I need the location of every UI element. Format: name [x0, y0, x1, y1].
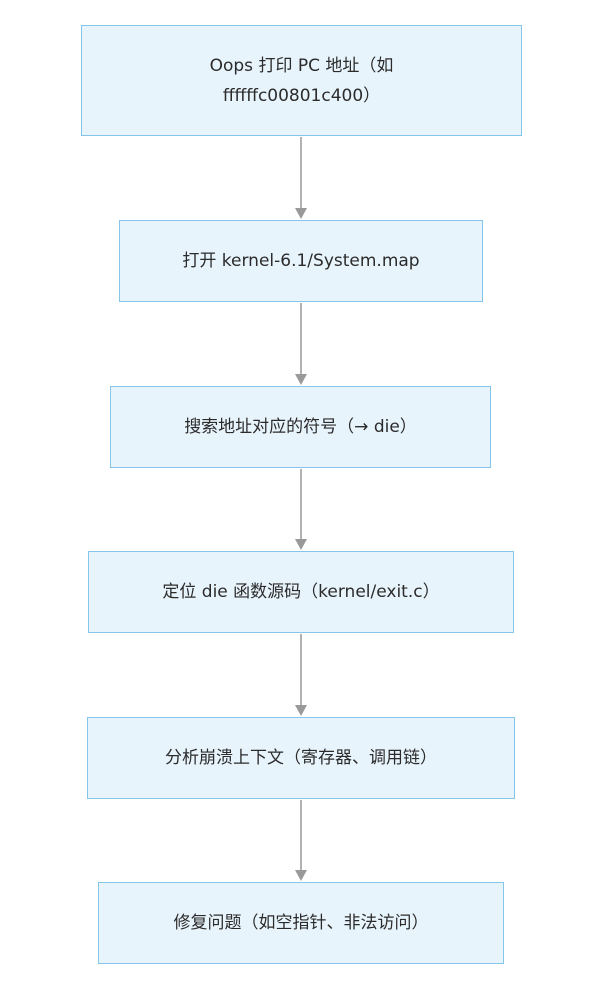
step-analyze-context: 分析崩溃上下文（寄存器、调用链）: [87, 717, 515, 799]
edge-n1-n2: [295, 137, 307, 219]
step-open-system-map: 打开 kernel-6.1/System.map: [119, 220, 483, 302]
step-oops-pc-address-line-1: Oops 打印 PC 地址（如: [209, 55, 394, 76]
step-fix-issue-label: 修复问题（如空指针、非法访问）: [173, 913, 429, 933]
step-search-symbol: 搜索地址对应的符号（→ die）: [110, 386, 491, 468]
step-locate-source-label: 定位 die 函数源码（kernel/exit.c）: [162, 582, 440, 602]
step-analyze-context-label: 分析崩溃上下文（寄存器、调用链）: [165, 748, 437, 768]
step-oops-pc-address-line-2: ffffffc00801c400）: [222, 85, 381, 106]
edge-n2-n3: [295, 303, 307, 385]
step-open-system-map-label: 打开 kernel-6.1/System.map: [182, 251, 420, 271]
edge-n5-n6: [295, 800, 307, 881]
step-fix-issue: 修复问题（如空指针、非法访问）: [98, 882, 504, 964]
step-oops-pc-address: Oops 打印 PC 地址（如 ffffffc00801c400）: [81, 25, 522, 136]
edge-n4-n5: [295, 634, 307, 716]
step-search-symbol-label: 搜索地址对应的符号（→ die）: [184, 417, 417, 437]
step-locate-source: 定位 die 函数源码（kernel/exit.c）: [88, 551, 514, 633]
edge-n3-n4: [295, 469, 307, 550]
